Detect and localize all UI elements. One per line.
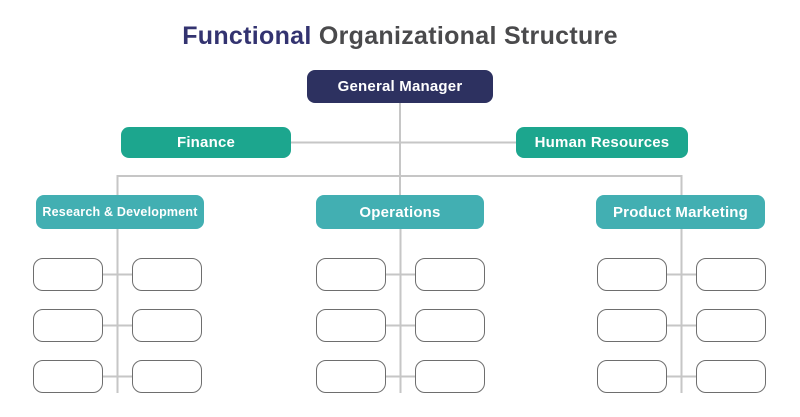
placeholder-box — [33, 360, 103, 393]
placeholder-group-operations — [316, 258, 485, 393]
placeholder-box — [696, 360, 766, 393]
placeholder-group-research-development — [33, 258, 202, 393]
node-product-marketing: Product Marketing — [596, 195, 765, 229]
node-operations: Operations — [316, 195, 484, 229]
placeholder-group-product-marketing — [597, 258, 766, 393]
node-finance: Finance — [121, 127, 291, 158]
node-human-resources: Human Resources — [516, 127, 688, 158]
placeholder-box — [132, 309, 202, 342]
page-title-accent: Functional — [182, 22, 312, 50]
placeholder-box — [597, 309, 667, 342]
placeholder-box — [132, 360, 202, 393]
node-research-development: Research & Development — [36, 195, 204, 229]
placeholder-box — [316, 360, 386, 393]
placeholder-box — [132, 258, 202, 291]
page-title: Functional Organizational Structure — [0, 22, 800, 51]
node-general-manager: General Manager — [307, 70, 493, 103]
placeholder-box — [415, 360, 485, 393]
placeholder-box — [597, 258, 667, 291]
placeholder-box — [33, 258, 103, 291]
placeholder-box — [415, 258, 485, 291]
page-title-rest: Organizational Structure — [318, 22, 618, 50]
placeholder-box — [316, 309, 386, 342]
placeholder-box — [33, 309, 103, 342]
placeholder-box — [696, 309, 766, 342]
placeholder-box — [415, 309, 485, 342]
placeholder-box — [696, 258, 766, 291]
placeholder-box — [316, 258, 386, 291]
placeholder-box — [597, 360, 667, 393]
